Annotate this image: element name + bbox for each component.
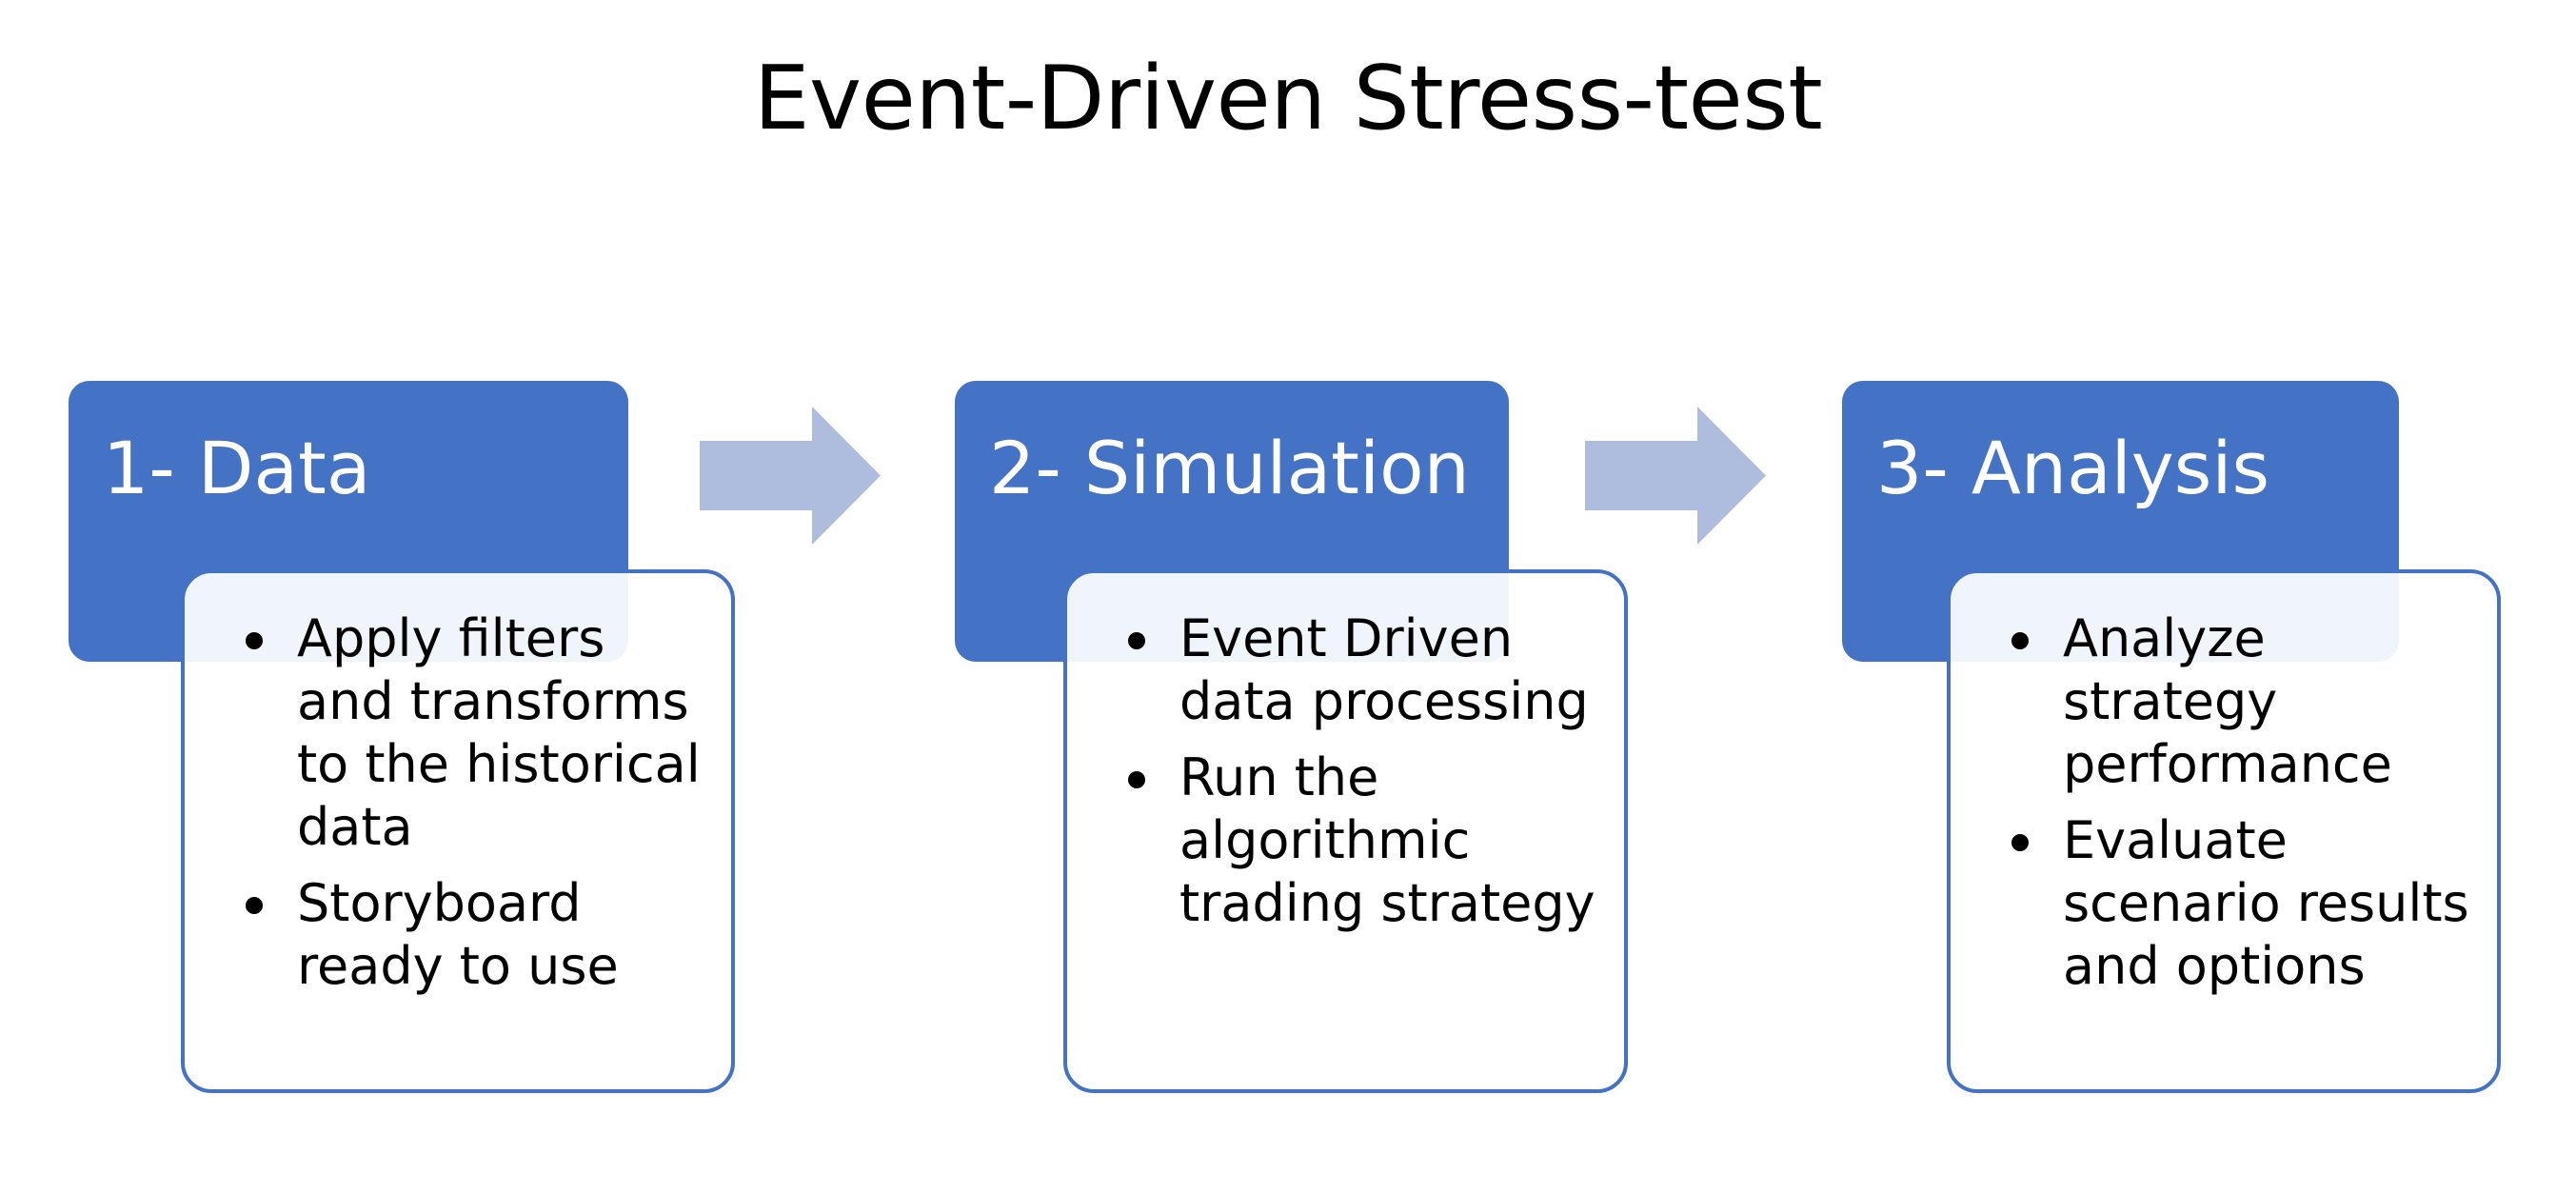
step-3-header-label: 3- Analysis	[1876, 426, 2270, 510]
step-1-header-label: 1- Data	[103, 426, 371, 510]
step-1-card[interactable]: Apply filters and transforms to the hist…	[181, 569, 735, 1093]
step-2-card[interactable]: Event Driven data processing Run the alg…	[1063, 569, 1628, 1093]
list-item: Storyboard ready to use	[240, 872, 706, 998]
page-title: Event-Driven Stress-test	[753, 47, 1823, 149]
step-3-bullet-list: Analyze strategy performance Evaluate sc…	[1951, 573, 2497, 998]
step-3-card[interactable]: Analyze strategy performance Evaluate sc…	[1947, 569, 2501, 1093]
step-2-header-label: 2- Simulation	[989, 426, 1470, 510]
list-item: Run the algorithmic trading strategy	[1122, 746, 1599, 935]
arrow-right-icon	[700, 407, 881, 545]
list-item: Evaluate scenario results and options	[2006, 809, 2472, 998]
step-2-bullet-list: Event Driven data processing Run the alg…	[1067, 573, 1624, 935]
step-1-bullet-list: Apply filters and transforms to the hist…	[185, 573, 731, 998]
list-item: Apply filters and transforms to the hist…	[240, 607, 706, 859]
list-item: Event Driven data processing	[1122, 607, 1599, 733]
list-item: Analyze strategy performance	[2006, 607, 2472, 796]
arrow-right-icon	[1585, 407, 1766, 545]
